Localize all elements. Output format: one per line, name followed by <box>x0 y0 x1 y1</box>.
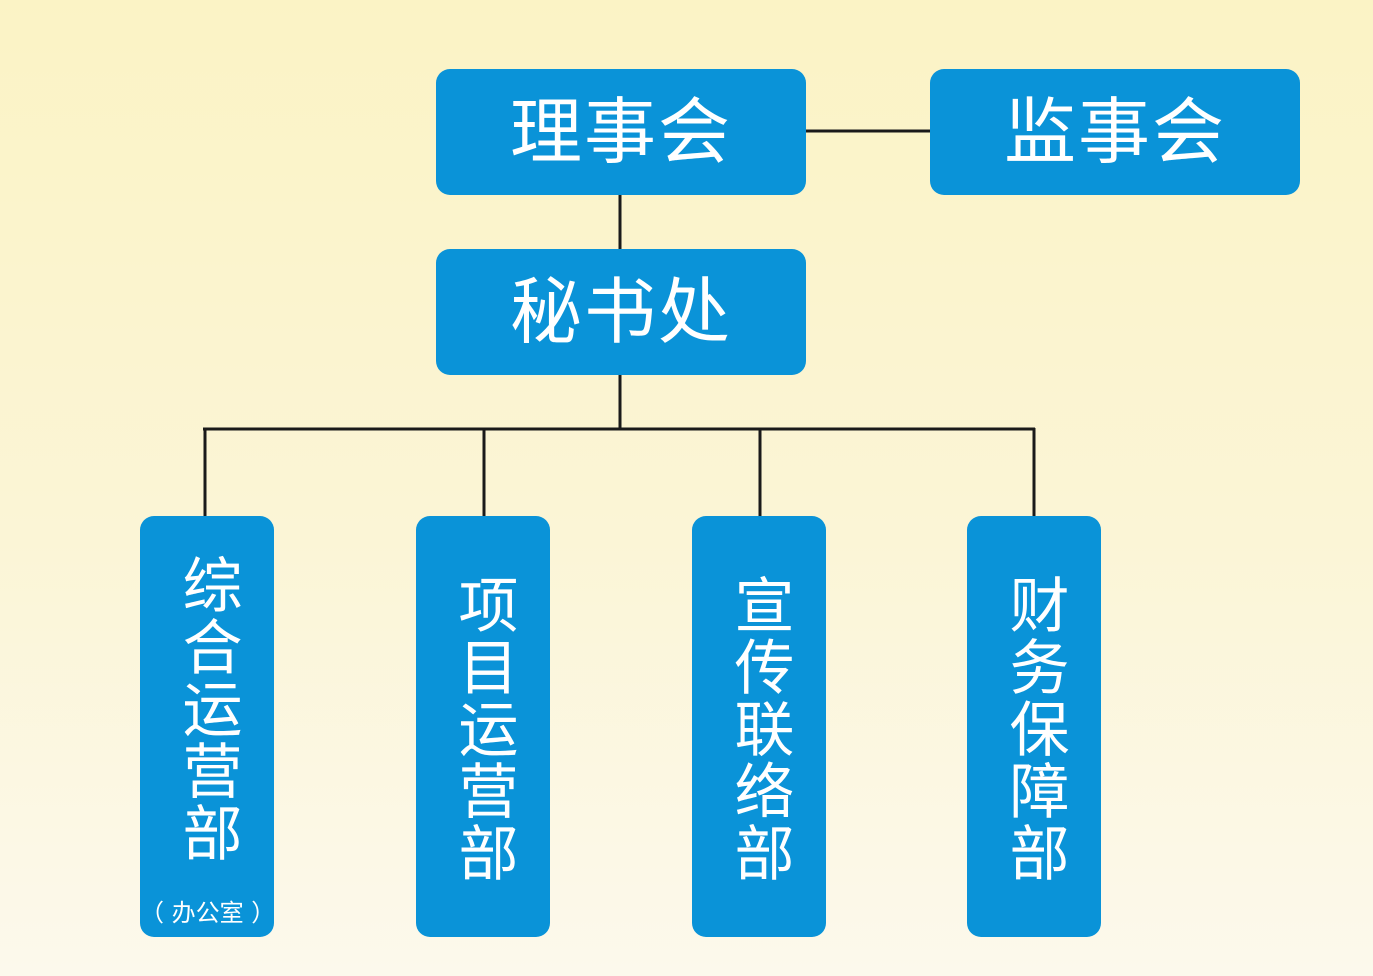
department-node-publicity-liaison: 宣传联络部 <box>692 516 826 937</box>
department-node-project-operations: 项目运营部 <box>416 516 550 937</box>
department-label: 宣传联络部 <box>724 574 794 884</box>
board-node: 理事会 <box>436 69 806 195</box>
department-label: 综合运营部 <box>172 554 242 864</box>
secretariat-label: 秘书处 <box>509 270 732 354</box>
department-node-finance-support: 财务保障部 <box>967 516 1101 937</box>
board-label: 理事会 <box>509 90 732 174</box>
department-label: 项目运营部 <box>448 574 518 884</box>
department-node-general-operations: 综合运营部 （ 办公室 ） <box>140 516 276 937</box>
secretariat-node: 秘书处 <box>436 249 806 375</box>
department-note: （ 办公室 ） <box>140 899 276 927</box>
department-label: 财务保障部 <box>999 574 1069 884</box>
supervisors-label: 监事会 <box>1003 90 1226 174</box>
supervisors-node: 监事会 <box>930 69 1300 195</box>
